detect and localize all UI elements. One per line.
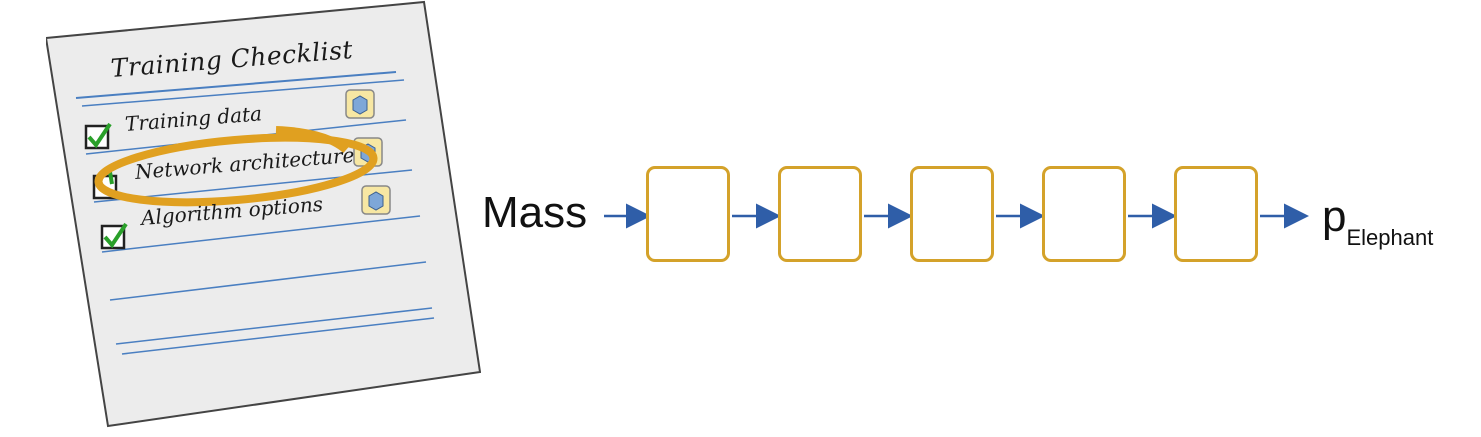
checklist-paper — [46, 0, 481, 428]
ruled-line — [101, 215, 421, 253]
checklist-card: Training Checklist Training data Network… — [46, 0, 481, 437]
output-main: p — [1322, 192, 1347, 241]
layer-box — [1174, 166, 1258, 262]
output-subscript: Elephant — [1346, 225, 1434, 250]
ruled-line — [115, 307, 433, 345]
checkbox-checked-icon — [100, 222, 128, 250]
network-diagram: Mass pElephant — [470, 150, 1481, 280]
package-icon — [361, 185, 391, 215]
ruled-line — [81, 79, 405, 107]
package-icon — [345, 89, 375, 119]
layer-box — [910, 166, 994, 262]
input-label: Mass — [482, 188, 588, 237]
ruled-line — [109, 261, 427, 301]
checkbox-checked-icon — [84, 122, 112, 150]
ruled-line — [75, 71, 397, 99]
ruled-line — [121, 317, 435, 355]
output-label: pElephant — [1322, 192, 1433, 251]
layer-box — [778, 166, 862, 262]
layer-box — [1042, 166, 1126, 262]
arrow-layer — [604, 203, 1309, 229]
layer-box — [646, 166, 730, 262]
highlight-ellipse — [94, 126, 378, 207]
